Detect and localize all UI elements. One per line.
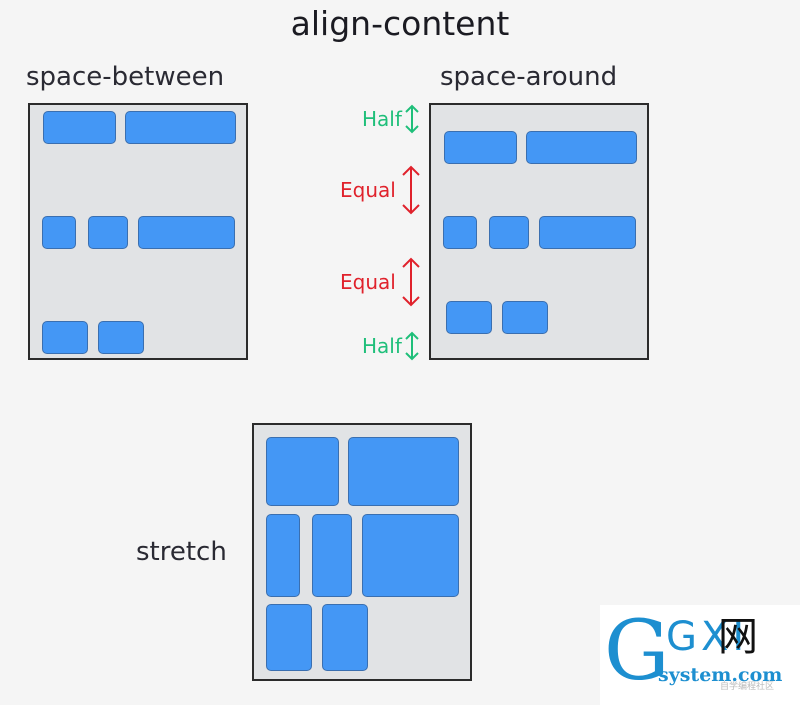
half-top-annotation: Half bbox=[362, 103, 422, 135]
flex-item bbox=[444, 131, 517, 164]
flex-item bbox=[266, 514, 300, 597]
flex-item bbox=[88, 216, 128, 249]
watermark-logo: G GXI 网 system.com 自学编程社区 bbox=[600, 605, 800, 705]
flex-item bbox=[312, 514, 352, 597]
flex-item bbox=[489, 216, 529, 249]
flex-item bbox=[43, 111, 116, 144]
logo-cn: 网 bbox=[718, 614, 758, 660]
double-arrow-icon bbox=[405, 104, 419, 134]
flex-item bbox=[526, 131, 637, 164]
flex-item bbox=[362, 514, 459, 597]
double-arrow-icon bbox=[402, 165, 420, 215]
equal-label-2: Equal bbox=[340, 270, 396, 294]
flex-item bbox=[125, 111, 236, 144]
flex-item bbox=[138, 216, 235, 249]
space-between-label: space-between bbox=[26, 62, 225, 92]
logo-letters: GXI bbox=[666, 614, 749, 660]
half-top-label: Half bbox=[362, 107, 402, 131]
half-bottom-label: Half bbox=[362, 334, 402, 358]
space-between-panel bbox=[28, 103, 248, 360]
flex-item bbox=[266, 604, 312, 671]
flex-item bbox=[322, 604, 368, 671]
space-around-panel bbox=[429, 103, 649, 360]
stretch-panel bbox=[252, 423, 472, 681]
double-arrow-icon bbox=[402, 257, 420, 307]
flex-item bbox=[266, 437, 339, 506]
double-arrow-icon bbox=[405, 331, 419, 361]
flex-item bbox=[502, 301, 548, 334]
logo-tag: 自学编程社区 bbox=[720, 682, 775, 692]
space-around-label: space-around bbox=[440, 62, 618, 92]
flex-item bbox=[443, 216, 477, 249]
flex-item bbox=[42, 321, 88, 354]
flex-item bbox=[348, 437, 459, 506]
flex-item bbox=[446, 301, 492, 334]
flex-item bbox=[98, 321, 144, 354]
half-bottom-annotation: Half bbox=[362, 330, 422, 362]
diagram-title: align-content bbox=[290, 4, 510, 43]
flex-item bbox=[42, 216, 76, 249]
equal-annotation-1: Equal bbox=[340, 164, 426, 216]
flex-item bbox=[539, 216, 636, 249]
logo-site: system.com bbox=[658, 664, 783, 686]
stretch-label: stretch bbox=[136, 537, 227, 567]
logo-g: G bbox=[604, 604, 670, 699]
equal-annotation-2: Equal bbox=[340, 256, 426, 308]
equal-label-1: Equal bbox=[340, 178, 396, 202]
